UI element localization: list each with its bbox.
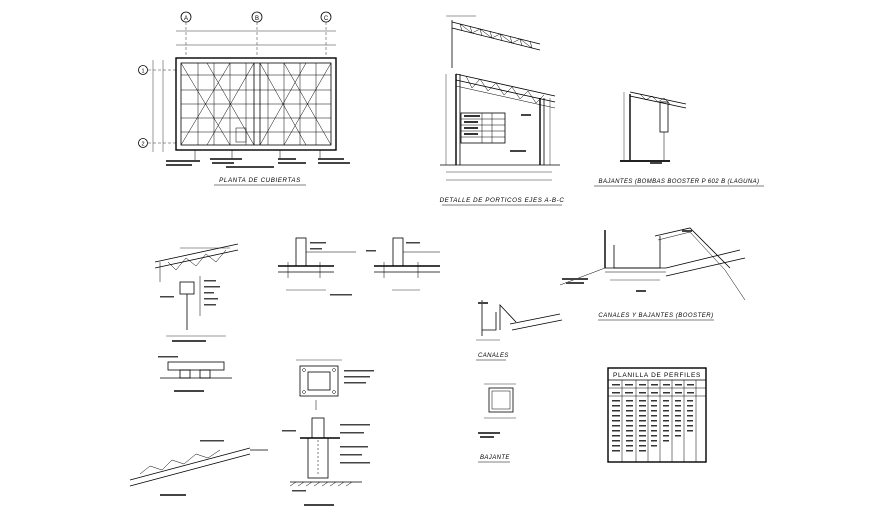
axis-label-1: 1 [141, 69, 144, 75]
eave-connection-detail [129, 243, 268, 496]
footing-anchor-detail [282, 359, 374, 506]
gutter-detail: CANALES [476, 300, 563, 361]
axis-label-2: 2 [141, 142, 144, 148]
downspout-detail: BAJANTE [478, 383, 516, 463]
title-canales-bajantes: CANALES Y BAJANTES (BOOSTER) [598, 313, 713, 319]
gutter-booster-detail: CANALES Y BAJANTES (BOOSTER) [559, 227, 746, 321]
title-detalle-porticos: DETALLE DE PORTICOS EJES A-B-C [440, 197, 565, 204]
portico-profile-table [460, 112, 506, 144]
column-base-details [278, 237, 440, 296]
title-bajantes-booster: BAJANTES (BOMBAS BOOSTER P 602 B (LAGUNA… [599, 179, 760, 185]
title-bajante: BAJANTE [480, 455, 510, 461]
profile-schedule-table: PLANILLA DE PERFILES [607, 367, 707, 463]
axis-label-c: C [324, 16, 329, 22]
axis-bubble-2 [138, 138, 148, 148]
axis-bubble-1 [138, 65, 148, 75]
title-planta-cubiertas: PLANTA DE CUBIERTAS [219, 177, 301, 184]
roof-plan: A B C 1 2 [138, 11, 350, 186]
downspout-booster-detail: BAJANTES (BOMBAS BOOSTER P 602 B (LAGUNA… [594, 91, 764, 187]
axis-label-b: B [255, 16, 259, 22]
title-canales: CANALES [478, 353, 509, 359]
axis-label-a: A [184, 16, 188, 22]
portico-detail: DETALLE DE PORTICOS EJES A-B-C [440, 15, 565, 206]
title-planilla: PLANILLA DE PERFILES [613, 372, 701, 379]
